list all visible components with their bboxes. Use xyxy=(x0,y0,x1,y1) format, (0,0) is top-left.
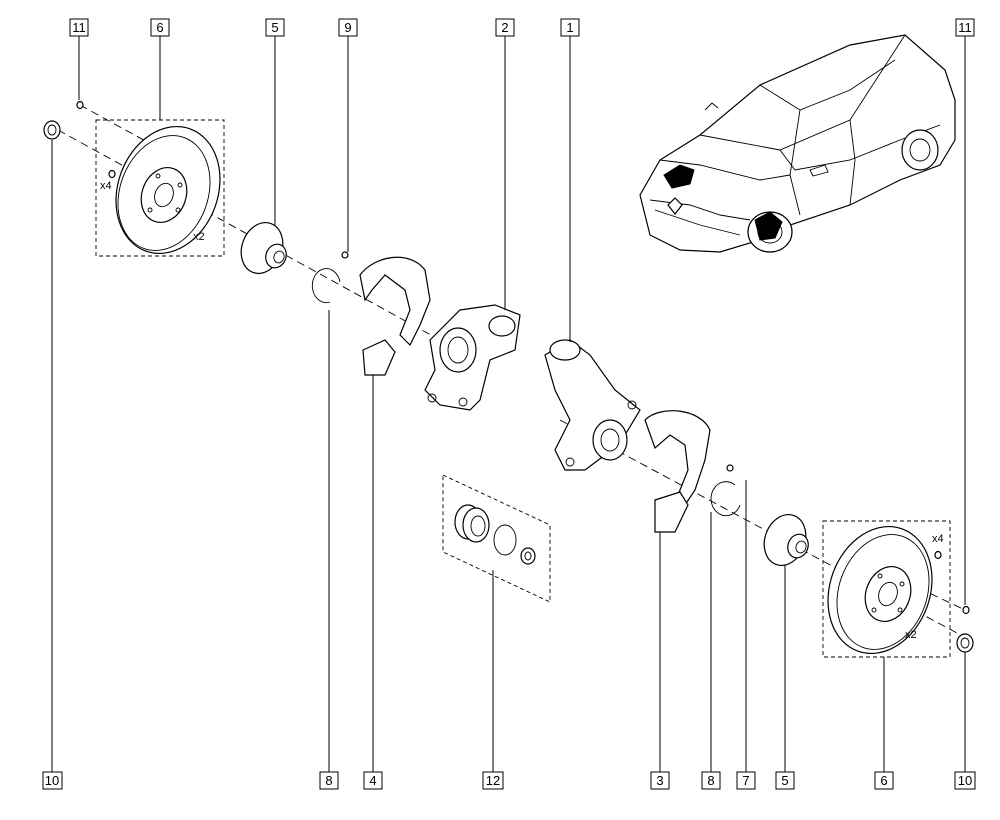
callout-8-bottom-right: 8 xyxy=(701,771,721,790)
svg-text:10: 10 xyxy=(45,773,59,788)
left-screws-quantity: x4 xyxy=(100,180,112,192)
callout-8-bottom-left: 8 xyxy=(319,771,339,790)
right-steering-knuckle-1 xyxy=(544,339,641,471)
callout-11-top-right: 11 xyxy=(955,18,975,37)
callout-9: 9 xyxy=(338,18,358,37)
left-disc-quantity: x2 xyxy=(193,231,205,243)
svg-text:5: 5 xyxy=(271,20,278,35)
svg-text:11: 11 xyxy=(958,20,972,35)
svg-text:8: 8 xyxy=(325,773,332,788)
callout-6-bottom-right: 6 xyxy=(874,771,894,790)
right-disc-group-box xyxy=(822,520,951,658)
svg-text:11: 11 xyxy=(72,20,86,35)
right-brake-disc-6 xyxy=(827,525,933,655)
callout-2: 2 xyxy=(495,18,515,37)
svg-text:10: 10 xyxy=(958,773,972,788)
right-hub-nut-10 xyxy=(956,633,974,653)
callout-11-top-left: 11 xyxy=(69,18,89,37)
svg-text:4: 4 xyxy=(369,773,376,788)
callout-5-top-left: 5 xyxy=(265,18,285,37)
left-hub-5 xyxy=(240,222,287,274)
leader-lines xyxy=(51,36,966,772)
right-disc-quantity: x2 xyxy=(905,629,917,641)
svg-text:9: 9 xyxy=(344,20,351,35)
svg-text:7: 7 xyxy=(742,773,749,788)
bearing-kit-group-box xyxy=(442,474,551,603)
callout-4: 4 xyxy=(363,771,383,790)
car-illustration xyxy=(639,34,956,253)
svg-text:3: 3 xyxy=(656,773,663,788)
right-circlip-8 xyxy=(710,481,741,517)
callout-6-top-left: 6 xyxy=(150,18,170,37)
right-screw-7 xyxy=(726,464,734,472)
left-screw-11 xyxy=(76,100,84,110)
callout-10-bottom-right: 10 xyxy=(954,771,976,790)
right-screw-11 xyxy=(934,550,970,615)
callout-1: 1 xyxy=(560,18,580,37)
left-hub-nut-10 xyxy=(43,120,61,140)
callout-12: 12 xyxy=(482,771,504,790)
svg-text:5: 5 xyxy=(781,773,788,788)
svg-text:1: 1 xyxy=(566,20,573,35)
right-splash-shield-3 xyxy=(644,410,711,533)
bearing-kit-12 xyxy=(454,504,536,565)
svg-text:2: 2 xyxy=(501,20,508,35)
left-steering-knuckle-2 xyxy=(424,304,521,411)
callout-10-bottom-left: 10 xyxy=(42,771,63,790)
left-brake-disc-6 xyxy=(108,125,221,255)
svg-text:8: 8 xyxy=(707,773,714,788)
left-circlip-8 xyxy=(311,268,341,304)
right-hub-5 xyxy=(763,514,809,566)
callout-5-bottom-right: 5 xyxy=(775,771,795,790)
svg-text:6: 6 xyxy=(880,773,887,788)
right-screws-quantity: x4 xyxy=(932,533,944,545)
left-splash-shield-4 xyxy=(359,256,431,376)
callout-3: 3 xyxy=(650,771,670,790)
callout-7: 7 xyxy=(736,771,756,790)
svg-text:12: 12 xyxy=(486,773,500,788)
left-screw-9 xyxy=(341,251,349,259)
svg-text:6: 6 xyxy=(156,20,163,35)
